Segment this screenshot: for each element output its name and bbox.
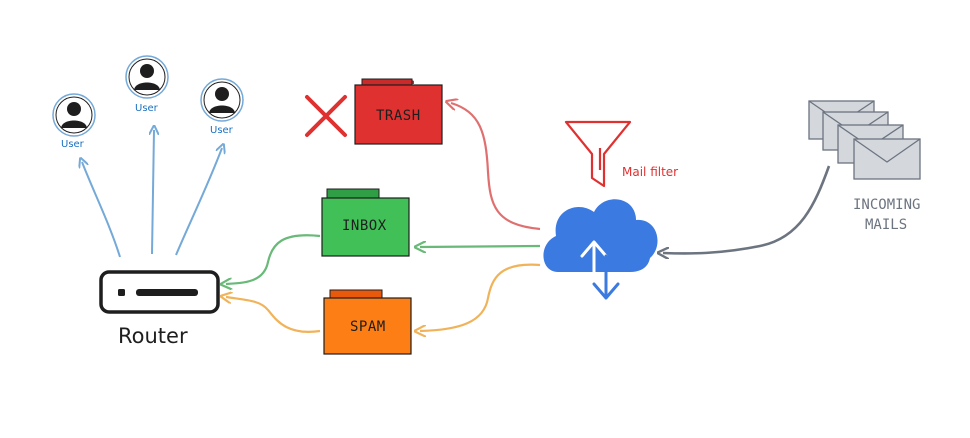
user-label: User: [210, 125, 233, 136]
user-label: User: [135, 103, 158, 114]
envelope-stack-icon: [808, 100, 921, 180]
incoming-mails-label-line2: MAILS: [865, 217, 908, 233]
envelope-icon: [853, 138, 921, 180]
cloud-icon: [543, 199, 658, 272]
spam-folder-icon: [323, 289, 412, 355]
router-to-user-arrows: [82, 130, 222, 258]
cloud-to-spam-arrow: [420, 263, 541, 331]
inbox-folder-label: INBOX: [342, 218, 387, 234]
inbox-folder-icon: [321, 188, 410, 257]
close-icon: [305, 95, 347, 137]
user-icon: [125, 55, 169, 99]
trash-folder-icon: [354, 78, 443, 145]
cloud-to-inbox-arrow: [420, 246, 541, 247]
router-label: Router: [118, 324, 188, 348]
spam-folder-label: SPAM: [350, 319, 386, 335]
user-icon: [200, 78, 244, 122]
arrow-to-user-2: [152, 130, 154, 255]
spam-to-router-arrow: [226, 297, 321, 333]
filter-icon: [564, 120, 632, 188]
incoming-mails-label-line1: INCOMING: [853, 197, 921, 213]
upload-download-icon: [580, 240, 620, 300]
arrow-to-user-1: [82, 162, 121, 258]
user-label: User: [61, 139, 84, 150]
trash-folder-label: TRASH: [376, 108, 421, 124]
user-icon: [52, 93, 96, 137]
inbox-to-router-arrow: [226, 234, 321, 284]
router-icon: [99, 270, 220, 314]
cloud-to-trash-arrow: [451, 103, 541, 231]
mail-filter-label: Mail filter: [622, 165, 679, 179]
arrow-to-user-3: [175, 148, 222, 256]
incoming-to-cloud-arrow: [663, 165, 831, 253]
